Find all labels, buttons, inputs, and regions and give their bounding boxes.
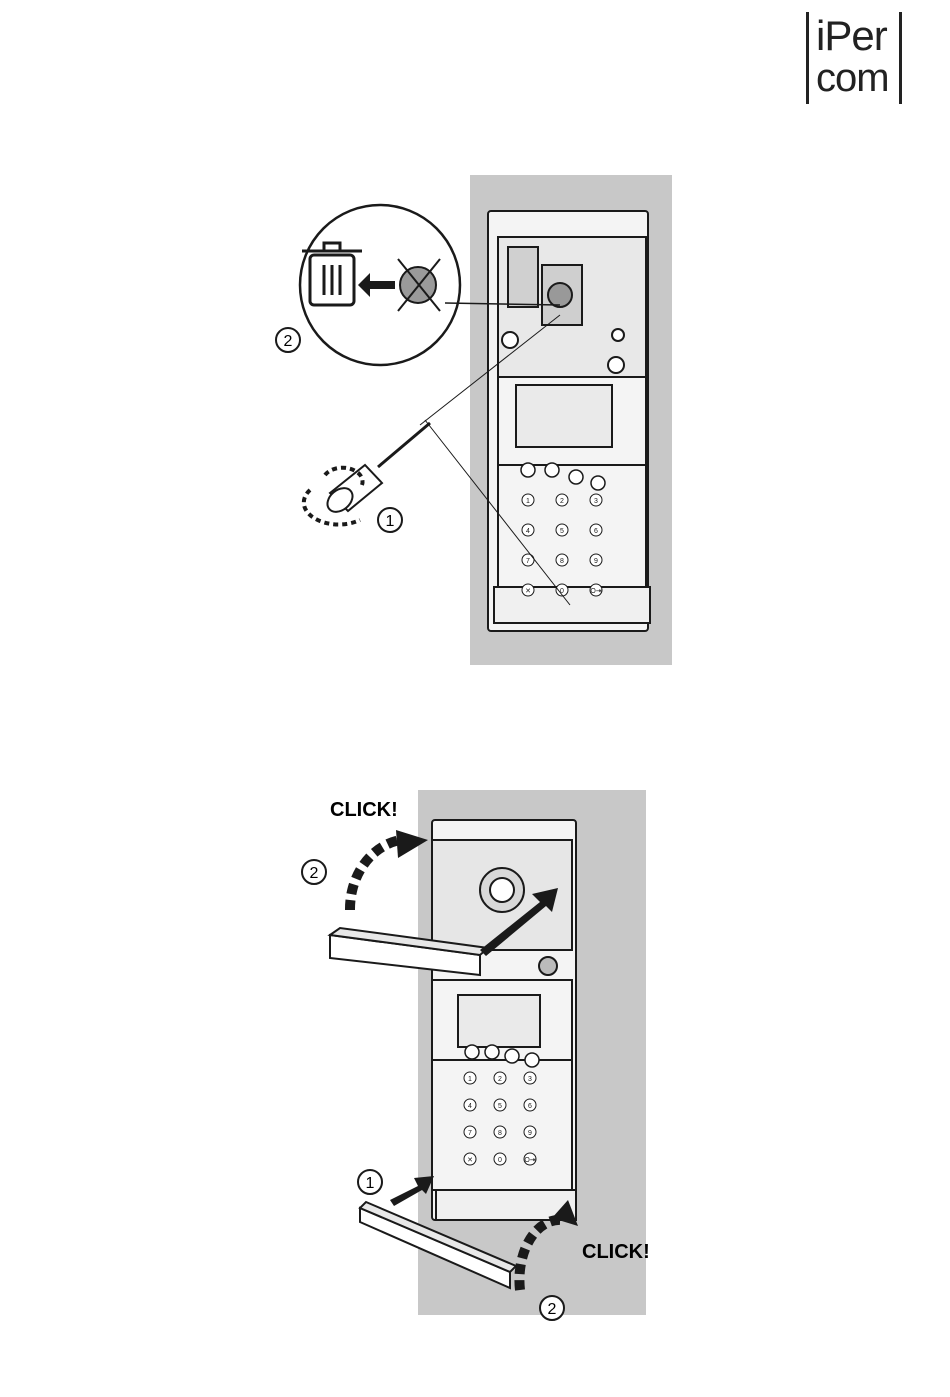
keypad-key-label: 8 [560, 558, 564, 565]
step-2-label: 2 [284, 333, 293, 350]
click-top-label: CLICK! [330, 799, 398, 821]
bottom-clip-strip [494, 587, 650, 623]
figure-1-diagram: 1 2 3 4 5 6 7 8 9 ✕ 0 O⇥ 2 1 [270, 175, 680, 670]
nav-button-4 [591, 476, 605, 490]
speaker-grille [508, 247, 538, 307]
step-2-top-marker: 2 [302, 860, 326, 884]
keypad-key-label: 0 [498, 1157, 502, 1164]
step-2-top-label: 2 [310, 865, 319, 882]
screwdriver-icon [323, 423, 430, 517]
keypad-key-label: 6 [594, 528, 598, 535]
keypad-key-label: 4 [468, 1103, 472, 1110]
camera-lens-inner [490, 878, 514, 902]
keypad-key-label: ✕ [525, 588, 531, 595]
keypad-key-label: 2 [560, 498, 564, 505]
nav-button-2 [545, 463, 559, 477]
keypad-key-label: 2 [498, 1076, 502, 1083]
keypad-key-label: O⇥ [590, 588, 601, 595]
call-button [539, 957, 557, 975]
logo-bar-left [806, 12, 809, 104]
camera-lens [548, 283, 572, 307]
keypad-key-label: 7 [526, 558, 530, 565]
display-screen [458, 995, 540, 1047]
keypad-key-label: 3 [594, 498, 598, 505]
nav-button-2 [485, 1045, 499, 1059]
display-screen [516, 385, 612, 447]
keypad-key-label: 5 [560, 528, 564, 535]
step-1-marker: 1 [358, 1170, 382, 1194]
logo-line-1: iPer [816, 14, 887, 58]
nav-button-4 [525, 1053, 539, 1067]
keypad-key-label: ✕ [467, 1157, 473, 1164]
step-2-marker: 2 [276, 328, 300, 352]
keypad-key-label: 1 [468, 1076, 472, 1083]
nav-button-1 [521, 463, 535, 477]
keypad-key-label: 8 [498, 1130, 502, 1137]
keypad-key-label: 7 [468, 1130, 472, 1137]
keypad-key-label: 3 [528, 1076, 532, 1083]
logo-line-2: com [816, 56, 889, 100]
step-1-marker: 1 [378, 508, 402, 532]
iper-logo: iPer com [806, 12, 902, 104]
nav-button-3 [569, 470, 583, 484]
keypad-key-label: 4 [526, 528, 530, 535]
nav-button-1 [465, 1045, 479, 1059]
keypad-key-label: 5 [498, 1103, 502, 1110]
keypad-key-label: 6 [528, 1103, 532, 1110]
figure-2-diagram: 1 2 3 4 5 6 7 8 9 ✕ 0 O⇥ CLICK! 2 1 CLICK! 2 [300, 790, 670, 1330]
step-1-label: 1 [386, 513, 395, 530]
keypad-key-label: 9 [528, 1130, 532, 1137]
step-1-label: 1 [366, 1175, 375, 1192]
keypad-key-label: 1 [526, 498, 530, 505]
nav-button-3 [505, 1049, 519, 1063]
right-led [608, 357, 624, 373]
keypad-key-label: 9 [594, 558, 598, 565]
step-2-bottom-marker: 2 [540, 1296, 564, 1320]
small-button [612, 329, 624, 341]
keypad-key-label: 0 [560, 588, 564, 595]
step-2-bottom-label: 2 [548, 1301, 557, 1318]
top-click-arrow-icon [350, 840, 400, 910]
logo-bar-right [899, 12, 902, 104]
click-bottom-label: CLICK! [582, 1241, 650, 1263]
keypad-key-label: O⇥ [524, 1157, 535, 1164]
left-led [502, 332, 518, 348]
